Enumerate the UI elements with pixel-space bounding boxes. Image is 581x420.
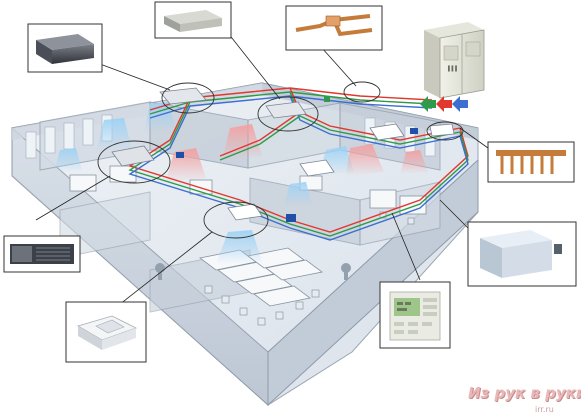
air-flows	[54, 102, 428, 264]
thumb-cassette	[65, 301, 147, 363]
svg-text:▌▌▌: ▌▌▌	[448, 65, 459, 72]
pipe-valves	[176, 96, 418, 222]
cassette-b	[299, 159, 335, 177]
thumb-refnet-joint	[285, 5, 383, 51]
duct-unit-a	[159, 87, 207, 105]
refrigerant-arrows	[420, 96, 468, 112]
thumb-slim-duct	[154, 1, 232, 39]
thumb-concealed-unit	[3, 235, 81, 273]
thumb-outdoor-unit: ▌▌▌	[424, 22, 485, 99]
callout-circles	[97, 81, 464, 239]
wall-unit-a	[429, 123, 455, 137]
watermark-text: Из рук в руки	[468, 384, 581, 402]
thumb-refnet-header	[487, 141, 575, 183]
watermark-url: irr.ru	[535, 405, 554, 414]
duct-unit-b	[265, 101, 307, 119]
thumb-wall-duct	[467, 221, 577, 287]
chairs	[204, 211, 415, 326]
cassette-c	[227, 203, 263, 221]
thumb-wired-controller	[379, 281, 451, 349]
thumb-ducted-unit	[27, 23, 103, 73]
leader-lines	[35, 32, 489, 313]
cassette-a	[369, 123, 405, 141]
duct-unit-c	[111, 145, 155, 167]
indoor-units	[111, 87, 455, 221]
